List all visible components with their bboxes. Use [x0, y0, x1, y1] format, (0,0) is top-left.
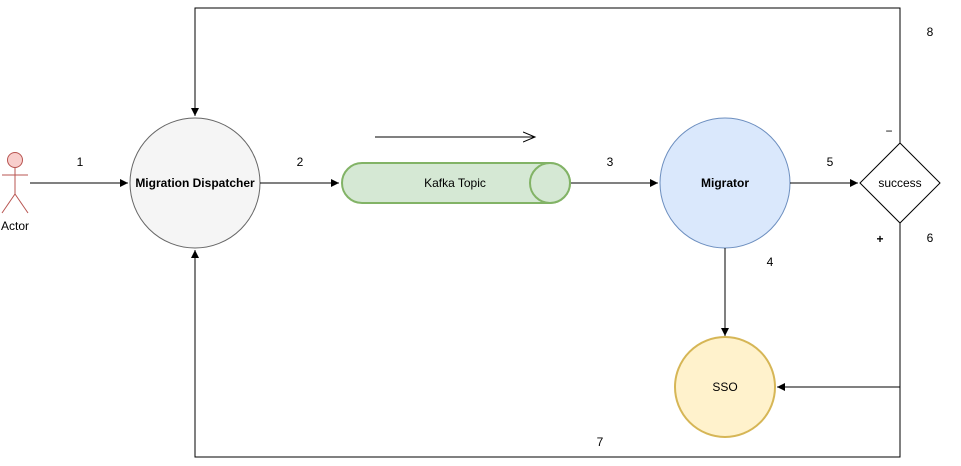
sso-shape — [674, 336, 776, 438]
sso-node[interactable]: SSO — [674, 336, 776, 438]
sso-label: SSO — [712, 380, 737, 394]
migrator-label: Migrator — [701, 176, 749, 190]
step-5-label: 5 — [827, 155, 834, 169]
step-2-label: 2 — [297, 155, 304, 169]
migration-dispatcher-label: Migration Dispatcher — [135, 176, 255, 190]
edge-decision-to-sso — [777, 223, 901, 391]
step-6-label: 6 — [927, 231, 934, 245]
kafka-topic-cap — [529, 162, 571, 204]
step-4-label: 4 — [767, 255, 774, 269]
kafka-topic-label: Kafka Topic — [424, 176, 486, 190]
kafka-topic-node[interactable]: Kafka Topic — [341, 162, 571, 204]
actor-right-leg — [14, 193, 29, 214]
step-7-label: 7 — [597, 435, 604, 449]
actor-label: Actor — [1, 219, 29, 233]
step-1-label: 1 — [77, 155, 84, 169]
negative-branch-label: − — [885, 124, 892, 138]
step-8-label: 8 — [927, 25, 934, 39]
migration-dispatcher-node[interactable]: Migration Dispatcher — [129, 117, 261, 249]
actor-figure[interactable] — [1, 152, 29, 214]
actor-left-leg — [1, 193, 16, 214]
edge-decision-to-dispatcher — [191, 7, 901, 143]
edge-sso-loop-to-dispatcher — [191, 250, 901, 458]
migrator-node[interactable]: Migrator — [659, 117, 791, 249]
success-decision-node[interactable]: success — [859, 142, 941, 224]
success-decision-label: success — [878, 176, 921, 190]
positive-branch-label: + — [876, 232, 883, 246]
actor-head — [7, 152, 23, 168]
step-3-label: 3 — [607, 155, 614, 169]
